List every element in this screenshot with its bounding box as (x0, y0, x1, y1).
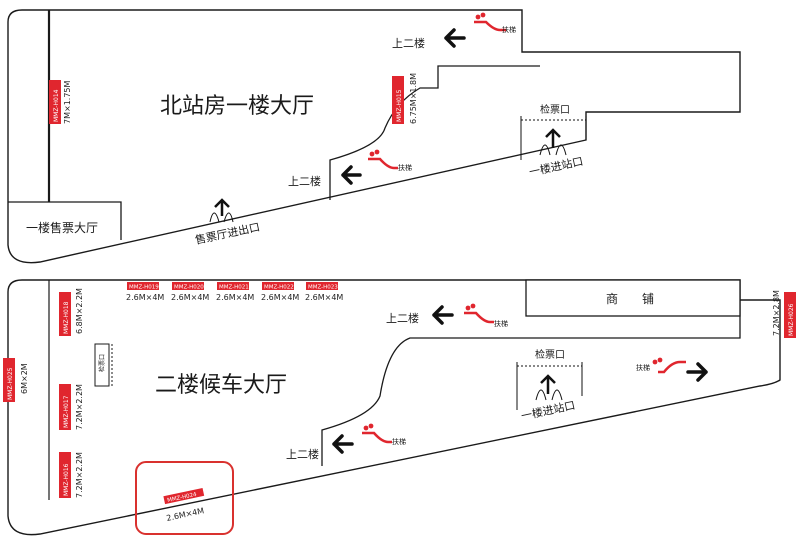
ad-mmz-h020[interactable]: MMZ-H020 2.6M×4M (171, 282, 209, 302)
ad-mmz-h017[interactable]: MMZ-H017 7.2M×2.2M (59, 384, 84, 430)
floor2-inner-wall (321, 300, 741, 466)
escalator-label: 扶梯 (398, 163, 412, 172)
gate-label: 检票口 (535, 348, 565, 361)
floor1-plan: 北站房一楼大厅 一楼售票大厅 MMZ-H014 7M×1.75M MMZ-H01… (7, 9, 741, 264)
ad-size: 6M×2M (20, 363, 29, 394)
ad-mmz-h022[interactable]: MMZ-H022 2.6M×4M (261, 282, 299, 302)
side-gate-label: 检票口 (98, 354, 106, 372)
ad-size: 6.8M×2.2M (75, 288, 84, 334)
floor1-title: 北站房一楼大厅 (160, 94, 314, 119)
floor2-title: 二楼候车大厅 (155, 373, 287, 398)
ad-size: 2.6M×4M (126, 293, 164, 302)
door-icon (539, 144, 567, 156)
ad-mmz-h018[interactable]: MMZ-H018 6.8M×2.2M (59, 288, 84, 336)
ad-code: MMZ-H014 (53, 89, 60, 122)
ad-mmz-h025[interactable]: MMZ-H025 6M×2M (3, 358, 29, 402)
escalator-icon (464, 303, 494, 324)
escalator-floor2-top: 上二楼 扶梯 (386, 303, 508, 328)
shop-block: 商 铺 (525, 279, 741, 317)
ad-code: MMZ-H023 (308, 285, 338, 291)
ad-code: MMZ-H020 (174, 285, 204, 291)
ad-size: 2.6M×4M (261, 293, 299, 302)
door-icon (535, 389, 563, 401)
highlight-box (135, 461, 234, 535)
ad-mmz-h015[interactable]: MMZ-H015 6.75M×1.8M (392, 73, 418, 124)
ad-code: MMZ-H017 (63, 395, 70, 428)
left-arrow-icon (341, 165, 362, 185)
shop-label: 商 铺 (606, 291, 654, 306)
gate-label: 检票口 (540, 103, 570, 116)
ad-mmz-h023[interactable]: MMZ-H023 2.6M×4M (305, 282, 343, 302)
ad-size: 7.2M×2.2M (75, 384, 84, 430)
escalator-icon (474, 12, 506, 32)
escalator-icon (652, 357, 686, 374)
ad-mmz-h026[interactable]: MMZ-H026 7.2M×2.8M (772, 290, 796, 338)
ad-code: MMZ-H018 (63, 301, 70, 334)
floor2-outline (7, 279, 781, 536)
left-arrow-icon (432, 305, 454, 325)
ad-code: MMZ-H021 (219, 285, 249, 291)
ad-size: 2.6M×4M (166, 506, 205, 523)
upstairs-label: 上二楼 (392, 36, 425, 50)
ad-mmz-h014[interactable]: MMZ-H014 7M×1.75M (49, 80, 72, 124)
escalator-label: 扶梯 (494, 319, 508, 328)
ad-code: MMZ-H026 (788, 303, 795, 336)
side-gate: 检票口 (94, 343, 113, 387)
up-arrow-icon (214, 198, 230, 216)
up-arrow-icon (545, 128, 561, 148)
upstairs-label: 上二楼 (288, 174, 321, 188)
escalator-icon (368, 149, 398, 170)
ad-mmz-h016[interactable]: MMZ-H016 7.2M×2.2M (59, 452, 84, 498)
left-arrow-icon (332, 434, 354, 454)
floor1-ticket-hall-box (8, 201, 122, 240)
floor2-plan: 商 铺 二楼候车大厅 MMZ-H019 2.6M×4M MMZ-H020 2.6… (3, 279, 796, 536)
ad-code: MMZ-H022 (264, 285, 294, 291)
ad-size: 6.75M×1.8M (409, 73, 418, 124)
door-icon (209, 212, 234, 223)
ad-code: MMZ-H016 (63, 463, 70, 496)
entrance-label: 一楼进站口 (528, 154, 585, 179)
ad-size: 7M×1.75M (63, 80, 72, 124)
escalator-middle: 上二楼 扶梯 (288, 149, 412, 188)
up-arrow-icon (540, 374, 556, 394)
ad-code: MMZ-H015 (396, 89, 403, 122)
ad-size: 7.2M×2.2M (75, 452, 84, 498)
escalator-label: 扶梯 (502, 25, 516, 34)
ad-size: 2.6M×4M (216, 293, 254, 302)
escalator-top: 上二楼 扶梯 (392, 12, 516, 50)
upstairs-label: 上二楼 (286, 447, 319, 461)
escalator-floor2-right: 扶梯 (636, 357, 708, 382)
ad-code: MMZ-H025 (7, 367, 14, 400)
floor1-inner-wall (329, 65, 540, 200)
ad-mmz-h019[interactable]: MMZ-H019 2.6M×4M (126, 282, 164, 302)
ad-code: MMZ-H019 (129, 285, 159, 291)
ad-size: 2.6M×4M (305, 293, 343, 302)
escalator-label: 扶梯 (392, 437, 406, 446)
floor1-ticket-hall-label: 一楼售票大厅 (26, 220, 98, 235)
escalator-icon (362, 423, 392, 444)
ad-mmz-h021[interactable]: MMZ-H021 2.6M×4M (216, 282, 254, 302)
right-arrow-icon (686, 362, 708, 382)
top-ad-row: MMZ-H019 2.6M×4M MMZ-H020 2.6M×4M MMZ-H0… (126, 282, 343, 302)
escalator-floor2-bottom: 上二楼 扶梯 (286, 423, 406, 461)
floor1-outline (7, 9, 741, 264)
ad-size: 2.6M×4M (171, 293, 209, 302)
left-arrow-icon (444, 28, 466, 48)
escalator-label: 扶梯 (636, 363, 650, 372)
ad-size: 7.2M×2.8M (772, 290, 781, 336)
upstairs-label: 上二楼 (386, 311, 419, 325)
